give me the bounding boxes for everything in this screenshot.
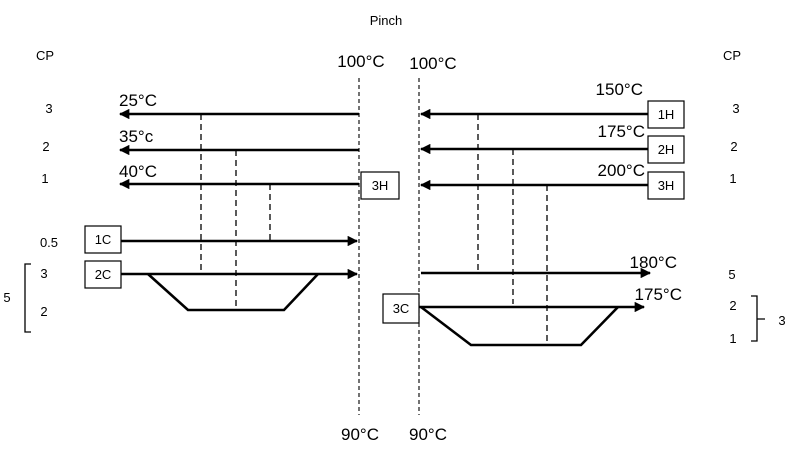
right-cp-total: 3 [778,313,785,328]
right-cp-split: 1 [729,331,736,346]
right-cold-temp-1: 180°C [630,253,677,272]
left-cp-hot-2: 2 [42,139,49,154]
left-hot-temp-2: 35°c [119,127,154,146]
right-hot-box-2 [647,135,685,164]
right-hot-box-1-label: 1H [658,107,675,122]
right-split-branch [420,305,619,347]
pinch-temp-bottom-right: 90°C [409,425,447,444]
right-cp-cold-1: 5 [728,267,735,282]
left-cp-cold-1: 0.5 [40,235,58,250]
right-cp-hot-2: 2 [730,139,737,154]
left-cp-hot-1: 3 [45,101,52,116]
right-hot-temp-1: 150°C [596,80,643,99]
left-hot-temp-3: 40°C [119,162,157,181]
right-hot-box-3 [647,171,685,200]
left-cp-split: 2 [40,304,47,319]
right-brace [751,295,765,342]
left-hot-box-3-label: 3H [372,178,389,193]
left-cp-cold-2: 3 [40,266,47,281]
left-split-branch [147,273,319,312]
right-cold-box-2-label: 3C [393,301,410,316]
left-cp-total: 5 [3,290,10,305]
left-cp-hot-3: 1 [41,171,48,186]
left-cold-box-1 [84,225,122,254]
right-cold-temp-2: 175°C [635,285,682,304]
left-cold-box-1-label: 1C [95,232,112,247]
left-cold-box-2-label: 2C [95,267,112,282]
left-hot-box-3 [360,171,400,200]
cp-header-right: CP [723,48,741,63]
right-cold-box-2 [382,293,420,324]
right-hot-temp-2: 175°C [598,122,645,141]
right-hot-box-1 [647,100,685,129]
right-cp-hot-1: 3 [732,101,739,116]
left-hot-temp-1: 25°C [119,91,157,110]
right-hot-temp-3: 200°C [598,161,645,180]
left-brace [24,263,31,333]
right-hot-box-3-label: 3H [658,178,675,193]
pinch-temp-top-right: 100°C [409,54,456,73]
pinch-temp-bottom-left: 90°C [341,425,379,444]
right-cp-cold-2: 2 [729,298,736,313]
cp-header-left: CP [36,48,54,63]
pinch-title: Pinch [370,13,403,28]
right-hot-box-2-label: 2H [658,142,675,157]
right-cp-hot-3: 1 [729,171,736,186]
pinch-temp-top-left: 100°C [337,52,384,71]
